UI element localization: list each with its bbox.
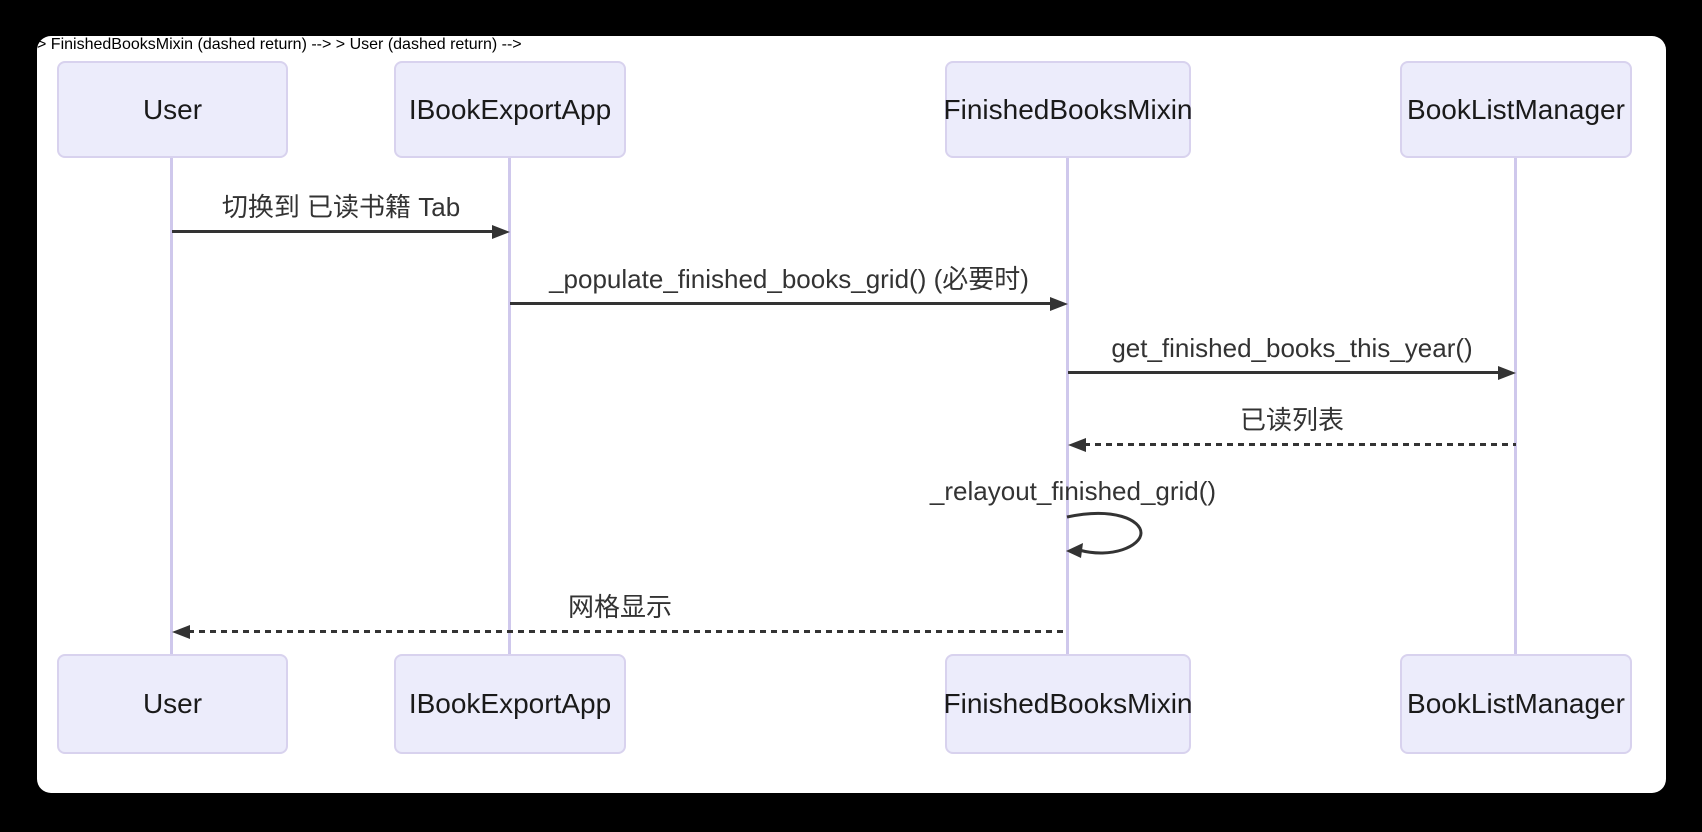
arrowhead-right-icon	[1498, 366, 1516, 380]
participant-box-finishedbooksmixin-top: FinishedBooksMixin	[944, 61, 1193, 158]
message-line-finished-list	[1084, 443, 1516, 446]
lifeline-user	[170, 158, 173, 654]
arrowhead-right-icon	[1050, 297, 1068, 311]
participant-box-user-top: User	[57, 61, 288, 158]
arrowhead-right-icon	[492, 225, 510, 239]
message-label-switch-tab: 切换到 已读书籍 Tab	[221, 192, 461, 222]
participant-box-booklistmanager-top: BookListManager	[1400, 61, 1632, 158]
message-label-grid-display: 网格显示	[567, 592, 673, 622]
message-label-populate-grid: _populate_finished_books_grid() (必要时)	[549, 264, 1029, 294]
message-line-grid-display	[188, 630, 1068, 633]
self-loop-arrow-icon	[1066, 512, 1143, 558]
arrowhead-left-icon	[1068, 438, 1086, 452]
message-label-finished-list: 已读列表	[1239, 405, 1345, 435]
lifeline-booklistmanager	[1514, 158, 1517, 654]
lifeline-finishedbooksmixin	[1066, 158, 1069, 654]
message-line-switch-tab	[172, 230, 494, 233]
participant-box-finishedbooksmixin-bottom: FinishedBooksMixin	[944, 654, 1193, 754]
message-line-get-finished-books	[1068, 371, 1500, 374]
message-line-populate-grid	[510, 302, 1052, 305]
participant-box-ibookexportapp-top: IBookExportApp	[394, 61, 626, 158]
participant-box-ibookexportapp-bottom: IBookExportApp	[394, 654, 626, 754]
lifeline-ibookexportapp	[508, 158, 511, 654]
arrowhead-left-icon	[172, 625, 190, 639]
message-label-relayout-grid: _relayout_finished_grid()	[929, 476, 1217, 506]
participant-box-booklistmanager-bottom: BookListManager	[1400, 654, 1632, 754]
diagram-canvas: User IBookExportApp FinishedBooksMixin B…	[37, 36, 1666, 793]
participant-box-user-bottom: User	[57, 654, 288, 754]
message-label-get-finished-books: get_finished_books_this_year()	[1111, 333, 1473, 363]
